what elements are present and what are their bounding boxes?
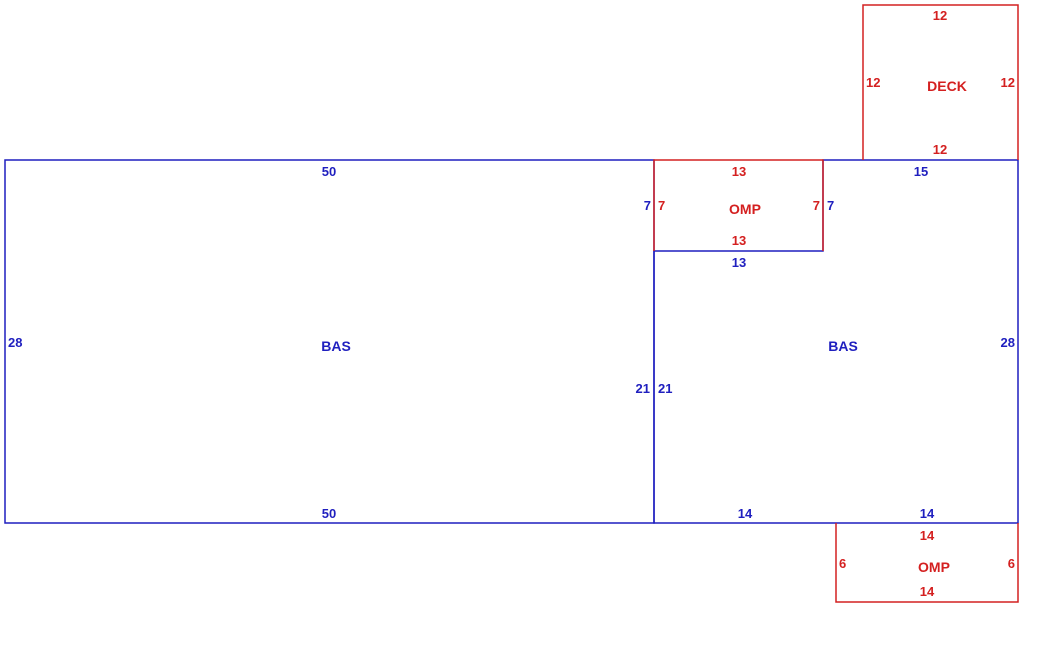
deck-bottom-dimension: 12 [933, 142, 947, 157]
bas-right-area-label: BAS [828, 338, 858, 354]
omp-lower-right-dimension: 6 [1008, 556, 1015, 571]
bas-right-notch-left-dimension: 7 [644, 198, 651, 213]
bas-left-section: 50 50 28 21 BAS [4, 159, 655, 524]
omp-upper-left-dimension: 7 [658, 198, 665, 213]
bas-right-top-dimension: 15 [914, 164, 928, 179]
deck-section: 12 12 12 12 DECK [862, 4, 1019, 160]
bas-right-bottom-right-dimension: 14 [920, 506, 935, 521]
bas-right-bottom-left-dimension: 14 [738, 506, 753, 521]
bas-left-area-label: BAS [321, 338, 351, 354]
omp-upper-top-dimension: 13 [732, 164, 746, 179]
bas-right-right-dimension: 28 [1001, 335, 1015, 350]
bas-left-top-dimension: 50 [322, 164, 336, 179]
deck-area-label: DECK [927, 78, 967, 94]
bas-right-section: 15 13 21 7 7 28 14 14 BAS [644, 159, 1019, 524]
omp-lower-left-dimension: 6 [839, 556, 846, 571]
bas-right-left-dimension: 21 [658, 381, 672, 396]
omp-upper-bottom-dimension: 13 [732, 233, 746, 248]
bas-right-notch-bottom-dimension: 13 [732, 255, 746, 270]
omp-upper-right-dimension: 7 [813, 198, 820, 213]
bas-left-right-dimension: 21 [636, 381, 650, 396]
bas-left-left-dimension: 28 [8, 335, 22, 350]
omp-lower-section: 14 14 6 6 OMP [835, 523, 1019, 603]
deck-top-dimension: 12 [933, 8, 947, 23]
omp-upper-section: 13 13 7 7 OMP [653, 159, 824, 251]
omp-upper-outline [653, 159, 824, 251]
deck-outline [862, 4, 1019, 160]
deck-left-dimension: 12 [866, 75, 880, 90]
omp-lower-top-dimension: 14 [920, 528, 935, 543]
omp-lower-area-label: OMP [918, 559, 950, 575]
omp-lower-bottom-dimension: 14 [920, 584, 935, 599]
omp-upper-area-label: OMP [729, 201, 761, 217]
deck-right-dimension: 12 [1001, 75, 1015, 90]
bas-left-bottom-dimension: 50 [322, 506, 336, 521]
bas-right-notch-right-dimension: 7 [827, 198, 834, 213]
omp-lower-outline [835, 523, 1019, 603]
